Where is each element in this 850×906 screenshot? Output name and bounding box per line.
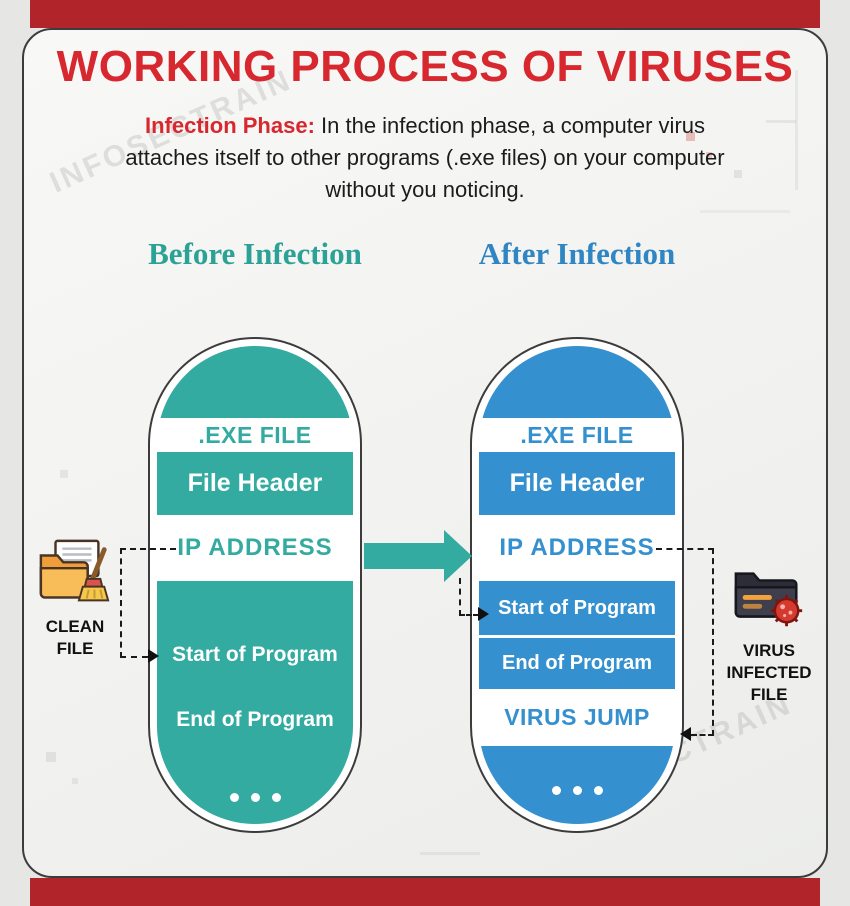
after-infection-heading: After Infection (478, 236, 676, 271)
clean-file-connector-to-start (120, 656, 148, 658)
infection-arrow-head (444, 530, 472, 582)
after-capsule-body: .EXE FILE File Header IP ADDRESS Start o… (479, 346, 675, 824)
start-connector-vertical-after (459, 578, 461, 616)
file-header-band: File Header (157, 452, 353, 515)
virus-jump-connector-vertical (712, 548, 714, 736)
ip-address-label: IP ADDRESS (177, 534, 333, 561)
arrowhead-start-of-program-before (148, 649, 159, 663)
page-title: WORKING PROCESS OF VIRUSES (56, 42, 794, 91)
clean-file-label: CLEAN FILE (45, 617, 105, 659)
before-infection-capsule: .EXE FILE File Header IP ADDRESS Start o… (148, 337, 362, 833)
virus-infected-file-label: VIRUS INFECTED FILE (726, 641, 812, 705)
end-of-program-label: End of Program (176, 708, 334, 731)
infection-arrow (364, 543, 444, 569)
start-of-program-band: Start of Program (479, 581, 675, 635)
virus-jump-label: VIRUS JUMP (504, 704, 650, 730)
ellipsis-dots (157, 793, 353, 802)
virus-jump-connector-horizontal (656, 548, 714, 550)
virus-jump-connector-return (691, 734, 714, 736)
clean-file-connector-horizontal (120, 548, 176, 550)
program-section: Start of Program End of Program (157, 581, 353, 824)
before-capsule-body: .EXE FILE File Header IP ADDRESS Start o… (157, 346, 353, 824)
end-of-program-band: End of Program (479, 638, 675, 689)
ellipsis-dots (479, 786, 675, 795)
bottom-red-bar (30, 878, 820, 906)
arrowhead-start-of-program-after (478, 607, 489, 621)
start-of-program-label: Start of Program (172, 643, 338, 666)
after-infection-capsule: .EXE FILE File Header IP ADDRESS Start o… (470, 337, 684, 833)
capsule-bottom-dome (479, 746, 675, 824)
exe-file-label: .EXE FILE (198, 421, 312, 448)
before-infection-heading: Before Infection (148, 236, 362, 271)
clean-file-connector-vertical (120, 548, 122, 658)
band-divider (479, 635, 675, 638)
infection-phase-label: Infection Phase: (144, 113, 315, 138)
ip-address-label: IP ADDRESS (499, 534, 655, 561)
exe-file-label: .EXE FILE (520, 421, 634, 448)
arrowhead-virus-jump (680, 727, 691, 741)
virus-infected-file-icon (730, 558, 808, 636)
file-header-band: File Header (479, 452, 675, 515)
clean-file-icon (36, 536, 114, 614)
top-red-bar (30, 0, 820, 28)
infection-phase-text: In the infection phase, a computer virus… (125, 113, 725, 202)
start-connector-horizontal-after (459, 614, 479, 616)
infection-phase-description: Infection Phase: In the infection phase,… (120, 110, 730, 206)
